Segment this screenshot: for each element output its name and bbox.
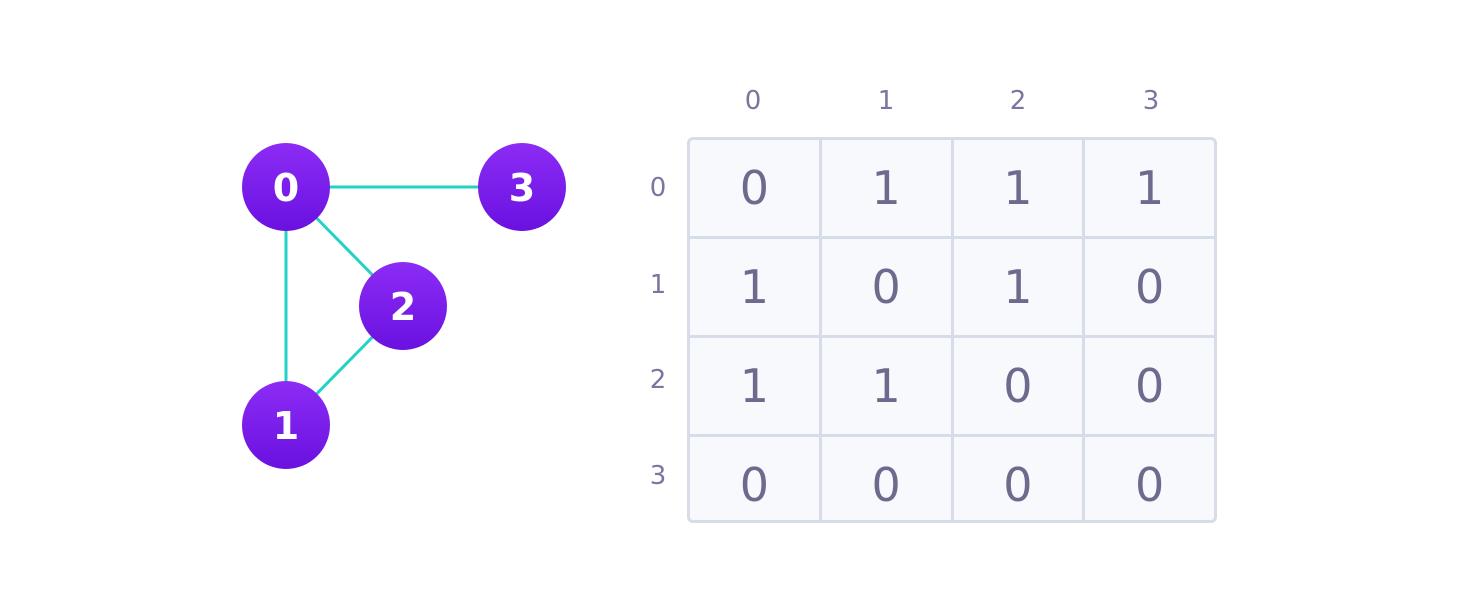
matrix-row-2: 1 1 0 0 [690,335,1214,434]
matrix-cell: 0 [1082,437,1214,520]
node-circle [478,143,566,231]
adjacency-matrix: 0 1 1 1 1 0 1 0 1 1 0 0 0 0 0 0 [687,137,1217,523]
node-circle [242,381,330,469]
matrix-cell: 1 [739,260,770,314]
matrix-cell: 0 [950,338,1083,434]
matrix-cell: 0 [818,239,951,335]
matrix-cell: 1 [950,140,1083,236]
node-label: 0 [273,166,299,210]
matrix-cell: 0 [950,437,1083,520]
row-header-2: 2 [649,365,667,395]
matrix-cell: 0 [1082,338,1214,434]
matrix-cell: 1 [950,239,1083,335]
matrix-row-3: 0 0 0 0 [690,434,1214,520]
row-header-0: 0 [649,173,667,203]
node-circle [242,143,330,231]
graph-node-2: 2 [359,262,447,350]
matrix-row-0: 0 1 1 1 [690,140,1214,236]
matrix-cell: 1 [818,140,951,236]
column-header-3: 3 [1142,86,1160,116]
node-label: 3 [509,166,535,210]
matrix-cell: 0 [1082,239,1214,335]
matrix-row-1: 1 0 1 0 [690,236,1214,335]
node-label: 2 [390,285,416,329]
matrix-cell: 1 [739,359,770,413]
graph-node-0: 0 [242,143,330,231]
matrix-cell: 0 [739,458,770,512]
node-circle [359,262,447,350]
matrix-cell: 1 [818,338,951,434]
matrix-cell: 0 [818,437,951,520]
graph-diagram: 0 1 2 3 [242,143,566,469]
matrix-cell: 1 [1082,140,1214,236]
row-header-3: 3 [649,461,667,491]
row-header-1: 1 [649,270,667,300]
column-header-0: 0 [744,86,762,116]
matrix-cell: 0 [739,161,770,215]
column-header-1: 1 [877,86,895,116]
nodes-layer: 0 1 2 3 [242,143,566,469]
graph-node-3: 3 [478,143,566,231]
graph-node-1: 1 [242,381,330,469]
node-label: 1 [273,404,299,448]
column-header-2: 2 [1009,86,1027,116]
